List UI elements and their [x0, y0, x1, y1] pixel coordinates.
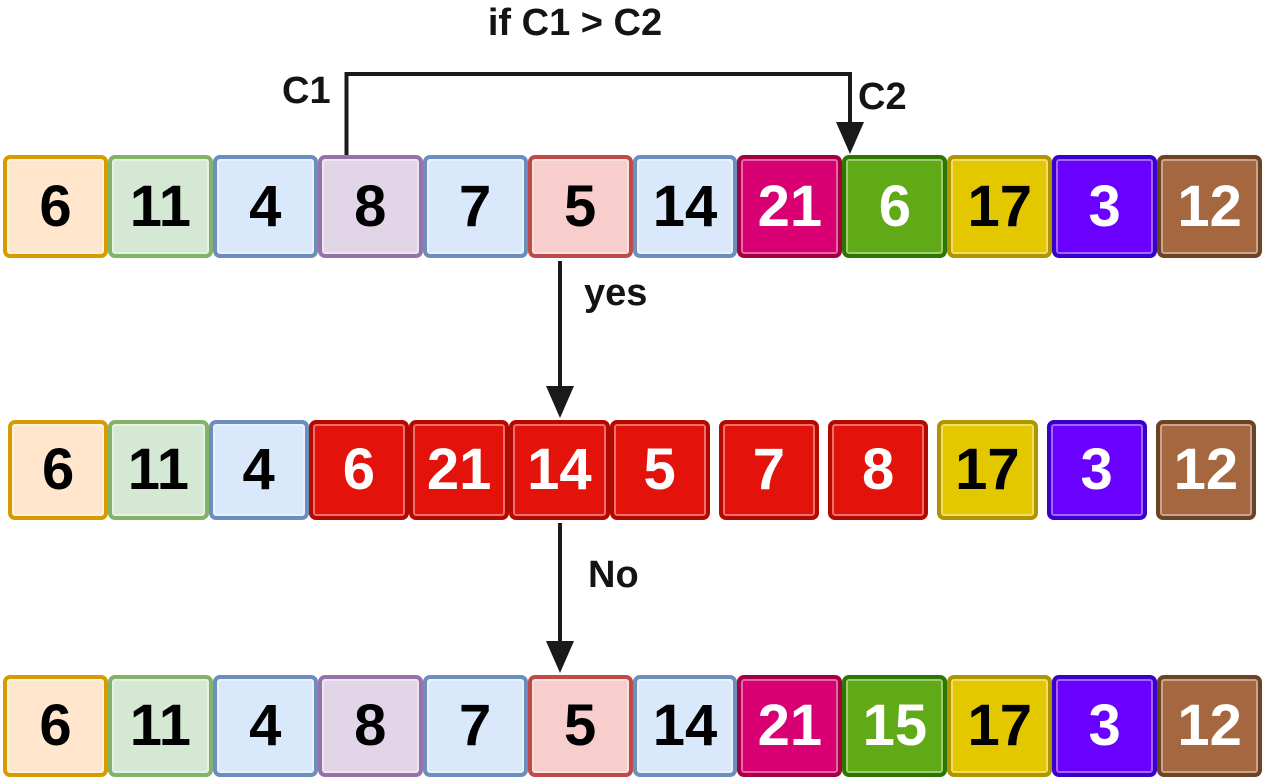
condition-label: if C1 > C2 — [487, 2, 663, 44]
array-cell: 21 — [737, 675, 843, 777]
array-cell: 6 — [3, 155, 108, 258]
array-cell: 6 — [842, 155, 948, 258]
array-cell: 3 — [1046, 420, 1147, 520]
c2-pointer-label: C2 — [858, 76, 907, 118]
array-cell: 11 — [108, 420, 209, 520]
array-cell: 3 — [1052, 675, 1158, 777]
array-cell: 11 — [107, 155, 213, 258]
array-cell: 17 — [947, 675, 1053, 777]
array-cell: 11 — [107, 675, 213, 777]
array-cell: 8 — [317, 155, 423, 258]
array-cell: 12 — [1157, 155, 1263, 258]
array-cell: 7 — [422, 675, 528, 777]
array-cell: 14 — [509, 420, 610, 520]
array-cell: 15 — [842, 675, 948, 777]
arrowhead-down-icon — [836, 122, 864, 154]
array-cell: 8 — [828, 420, 929, 520]
yes-arrow — [546, 261, 574, 418]
array-cell: 17 — [937, 420, 1038, 520]
array-cell: 6 — [8, 420, 109, 520]
yes-branch-label: yes — [584, 272, 648, 314]
no-branch-label: No — [588, 554, 639, 596]
array-cell: 6 — [308, 420, 409, 520]
array-cell: 4 — [208, 420, 309, 520]
array-cell: 12 — [1155, 420, 1256, 520]
array-cell: 4 — [212, 155, 318, 258]
arrowhead-down-icon — [546, 386, 574, 418]
arrowhead-down-icon — [546, 641, 574, 673]
compare-bracket-arrow — [344, 72, 864, 156]
no-arrow — [546, 523, 574, 673]
array-cell: 8 — [317, 675, 423, 777]
c1-pointer-label: C1 — [282, 70, 331, 112]
array-cell: 5 — [527, 155, 633, 258]
array-cell: 3 — [1052, 155, 1158, 258]
array-cell: 7 — [422, 155, 528, 258]
array-cell: 21 — [737, 155, 843, 258]
array-cell: 7 — [718, 420, 819, 520]
array-cell: 12 — [1157, 675, 1263, 777]
array-cell: 14 — [632, 675, 738, 777]
array-cell: 5 — [527, 675, 633, 777]
array-cell: 6 — [3, 675, 108, 777]
array-cell: 21 — [409, 420, 510, 520]
array-cell: 4 — [212, 675, 318, 777]
array-cell: 5 — [609, 420, 710, 520]
array-cell: 17 — [947, 155, 1053, 258]
array-cell: 14 — [632, 155, 738, 258]
